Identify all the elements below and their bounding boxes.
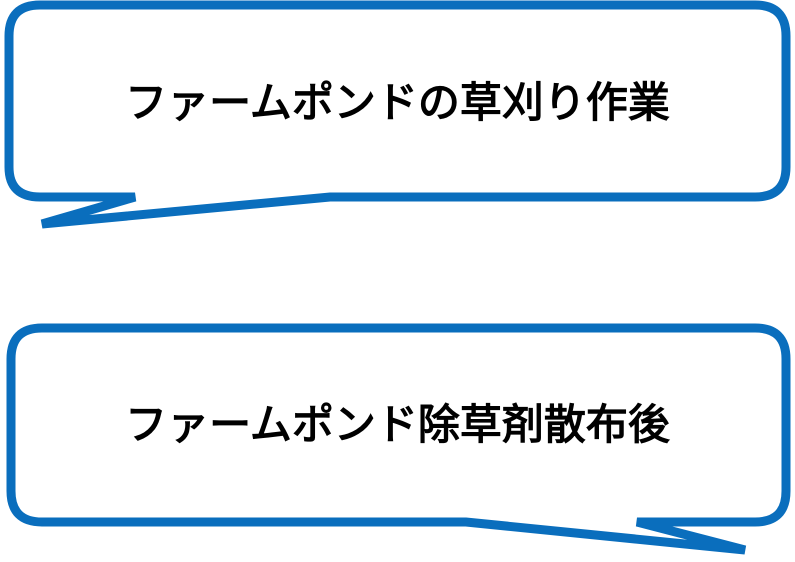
bubble-caption-top: ファームポンドの草刈り作業 [125, 78, 670, 127]
speech-bubble-bottom [6, 323, 791, 555]
speech-bubble-top [4, 0, 791, 229]
bubble-caption-bottom: ファームポンド除草剤散布後 [125, 400, 670, 449]
